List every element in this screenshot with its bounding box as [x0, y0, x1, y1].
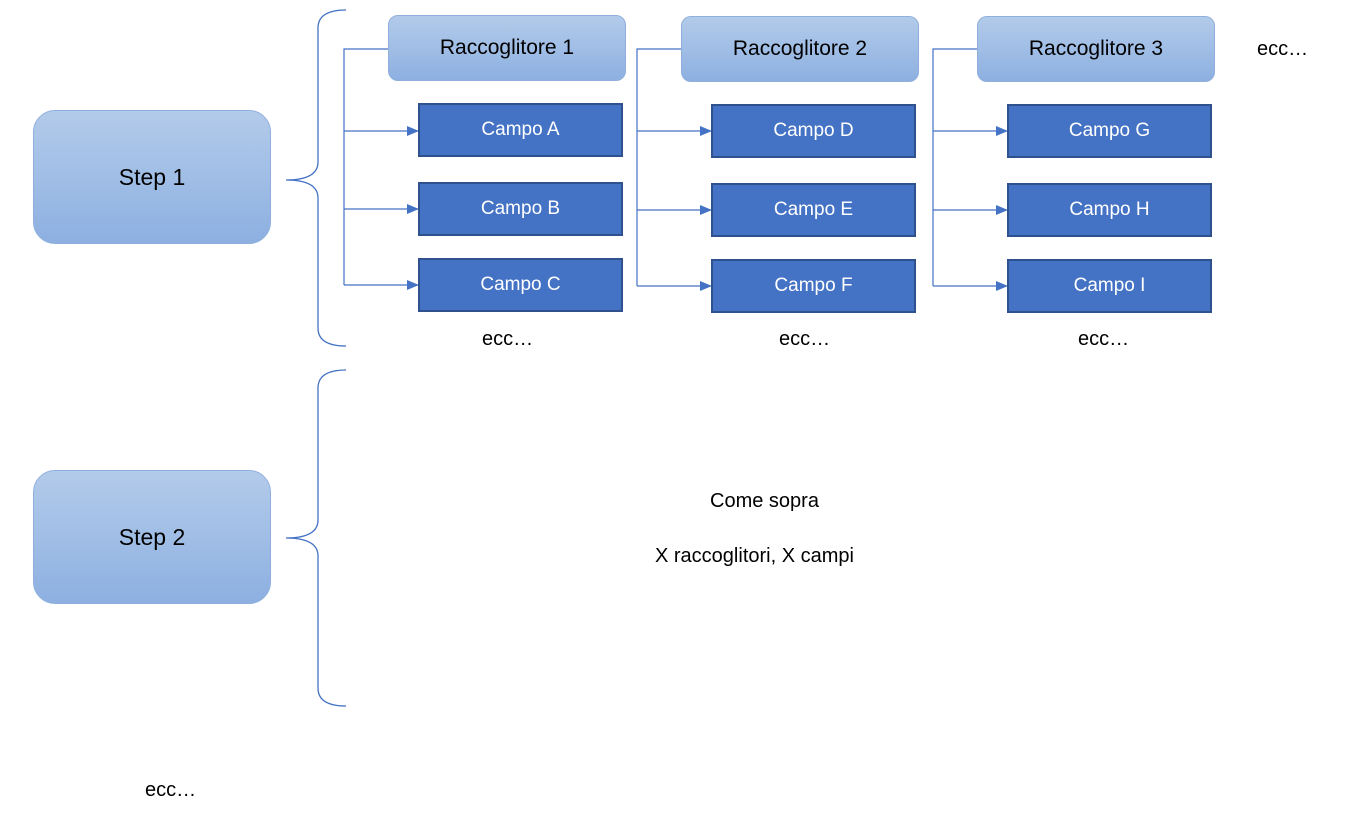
field-c[interactable]: Campo C — [418, 258, 623, 312]
field-e[interactable]: Campo E — [711, 183, 916, 237]
collector-2-label: Raccoglitore 2 — [732, 37, 868, 60]
field-c-label: Campo C — [480, 274, 561, 295]
field-i[interactable]: Campo I — [1007, 259, 1212, 313]
step-1-brace — [285, 9, 347, 347]
field-h[interactable]: Campo H — [1007, 183, 1212, 237]
step-2-brace — [285, 369, 347, 707]
collector-2-connectors — [636, 48, 712, 291]
collector-1-label: Raccoglitore 1 — [439, 36, 575, 59]
step-2-box[interactable]: Step 2 — [33, 470, 271, 604]
field-b[interactable]: Campo B — [418, 182, 623, 236]
step-2-note-line-1: Come sopra — [710, 490, 819, 512]
collector-3-connectors — [932, 48, 1008, 291]
step-2-note-line-2: X raccoglitori, X campi — [655, 545, 854, 567]
collector-2-box[interactable]: Raccoglitore 2 — [681, 16, 919, 82]
field-g-label: Campo G — [1068, 120, 1151, 141]
field-a[interactable]: Campo A — [418, 103, 623, 157]
field-a-label: Campo A — [481, 119, 560, 140]
collector-1-box[interactable]: Raccoglitore 1 — [388, 15, 626, 81]
collector-3-label: Raccoglitore 3 — [1028, 37, 1164, 60]
field-d[interactable]: Campo D — [711, 104, 916, 158]
field-d-label: Campo D — [773, 120, 854, 141]
collector-2-more-text: ecc… — [779, 328, 831, 350]
step-1-box[interactable]: Step 1 — [33, 110, 271, 244]
collectors-more-text: ecc… — [1257, 38, 1309, 60]
steps-more-text: ecc… — [145, 779, 197, 801]
field-i-label: Campo I — [1073, 275, 1146, 296]
field-g[interactable]: Campo G — [1007, 104, 1212, 158]
field-e-label: Campo E — [773, 199, 854, 220]
step-2-label: Step 2 — [118, 523, 186, 550]
collector-1-more-text: ecc… — [482, 328, 534, 350]
field-f[interactable]: Campo F — [711, 259, 916, 313]
field-f-label: Campo F — [774, 275, 853, 296]
collector-3-more-text: ecc… — [1078, 328, 1130, 350]
field-h-label: Campo H — [1069, 199, 1150, 220]
field-b-label: Campo B — [480, 198, 561, 219]
step-1-label: Step 1 — [118, 163, 186, 190]
collector-3-box[interactable]: Raccoglitore 3 — [977, 16, 1215, 82]
collector-1-connectors — [343, 48, 419, 290]
